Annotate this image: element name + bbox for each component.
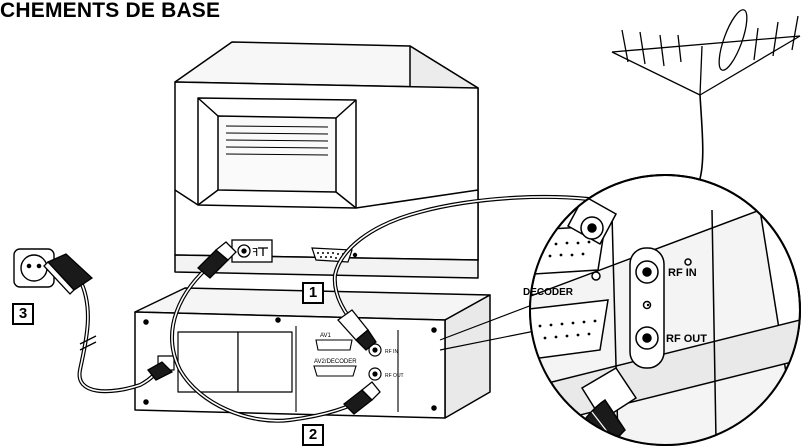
- vcr-av2-label: AV2/DECODER: [314, 359, 357, 365]
- mains-plug-vcr: [147, 361, 174, 381]
- vcr-rf-out-label: RF OUT: [385, 373, 404, 379]
- rf-plug-vcr-out: [343, 381, 381, 415]
- rf-plug-tv: [197, 241, 237, 279]
- svg-text:ꟻ: ꟻ: [252, 247, 258, 259]
- page-title: CHEMENTS DE BASE: [0, 0, 221, 22]
- mains-plug-wall: [43, 253, 94, 295]
- zoom-decoder-label: DECODER: [523, 287, 574, 298]
- vcr-unit: [134, 287, 491, 419]
- zoom-rf-out-label: RF OUT: [666, 333, 707, 345]
- callout-2: 2: [302, 424, 324, 446]
- vcr-av1-label: AV1: [320, 333, 332, 339]
- zoom-antenna-plug: [566, 194, 618, 246]
- zoom-detail: [529, 174, 801, 446]
- vcr-av1-scart: [315, 339, 353, 351]
- zoom-rf-in-label: RF IN: [668, 267, 697, 279]
- vcr-av2-scart: [313, 365, 357, 377]
- tv-monitor: [174, 41, 479, 279]
- callout-1: 1: [302, 282, 324, 304]
- tv-antenna-socket: ꟻ: [231, 239, 273, 263]
- rf-plug-vcr-in: [337, 309, 377, 351]
- callout-3: 3: [12, 303, 34, 325]
- vcr-rf-in-label: RF IN: [385, 349, 398, 355]
